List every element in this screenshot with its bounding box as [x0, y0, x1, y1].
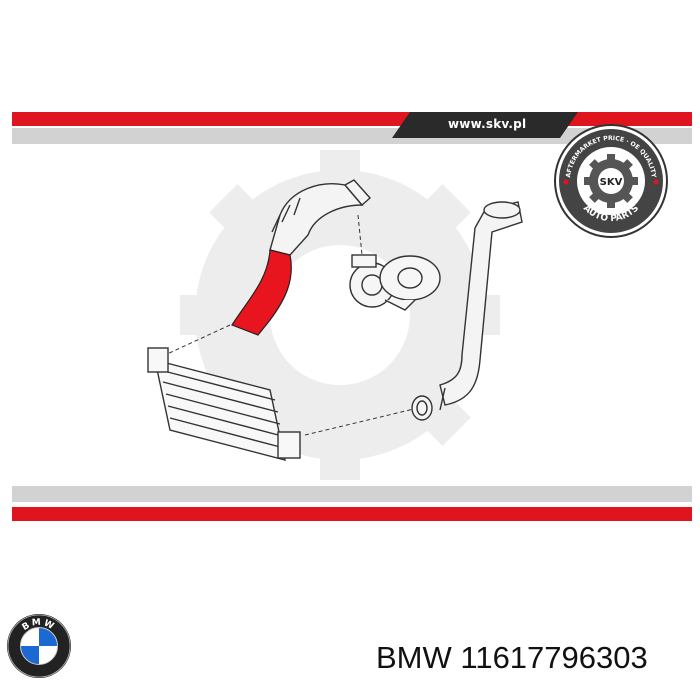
top-banner-dark-tab: [392, 112, 578, 138]
upper-hose: [269, 179, 371, 256]
bottom-banner-gray-stripe: [12, 486, 692, 502]
part-caption: BMW 11617796303: [376, 640, 648, 676]
connector-lines: [164, 214, 419, 436]
caption-part-number: 11617796303: [460, 640, 648, 675]
intake-pipe: [411, 201, 523, 421]
bottom-banner: [12, 486, 692, 521]
top-banner: [12, 112, 692, 144]
turbocharger: [349, 254, 441, 311]
intercooler: [147, 347, 301, 461]
gear-icon: [584, 154, 638, 208]
bottom-banner-red-stripe: [12, 507, 692, 521]
caption-brand: BMW: [376, 640, 452, 675]
site-url: www.skv.pl: [448, 117, 527, 131]
highlighted-hose-part: [231, 249, 292, 336]
skv-seal: SKV AFTERMARKET PRICE · OE QUALITY AUTO …: [554, 124, 668, 238]
parts-illustration: [147, 179, 523, 461]
bmw-logo-icon: BMW: [7, 614, 71, 678]
logo-letters: BMW: [21, 618, 55, 633]
seal-center-text: SKV: [600, 177, 623, 188]
svg-text:BMW: BMW: [21, 618, 57, 633]
